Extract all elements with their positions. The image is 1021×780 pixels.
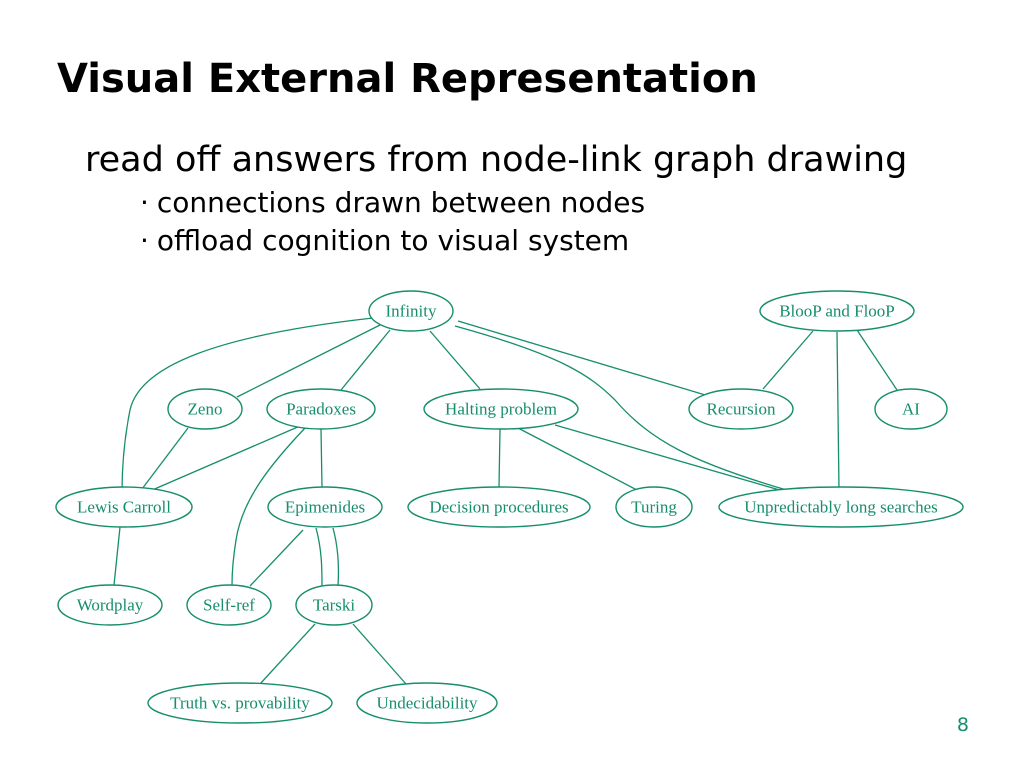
edge-lewis-wordplay (113, 526, 121, 586)
node-label: AI (902, 400, 920, 419)
edge-halting-decision (498, 428, 501, 488)
page-number: 8 (956, 714, 969, 736)
node-turing[interactable]: Turing (615, 486, 693, 528)
edge-paradoxes-lewis (149, 425, 301, 492)
node-unpredictably-long-searches[interactable]: Unpredictably long searches (718, 486, 964, 528)
slide-title: Visual External Representation (57, 56, 758, 102)
node-ai[interactable]: AI (874, 388, 948, 430)
node-bloop-and-floop[interactable]: BlooP and FlooP (759, 290, 915, 332)
node-epimenides[interactable]: Epimenides (267, 486, 383, 528)
node-label: Zeno (188, 400, 223, 419)
node-label: Self-ref (203, 596, 255, 615)
node-halting-problem[interactable]: Halting problem (423, 388, 579, 430)
edge-infinity-paradoxes (340, 329, 391, 391)
graph-nodes: Infinity BlooP and FlooP Zeno Paradoxes … (55, 290, 964, 724)
bullet-item: ·connections drawn between nodes (140, 184, 645, 222)
bullet-marker: · (140, 186, 149, 219)
node-zeno[interactable]: Zeno (167, 388, 243, 430)
edge-epimenides-tarski-b (332, 527, 340, 587)
edge-halting-unpredictable (554, 424, 791, 494)
node-decision-procedures[interactable]: Decision procedures (407, 486, 591, 528)
node-label: Epimenides (285, 498, 365, 517)
edge-infinity-lewis (121, 317, 374, 493)
bullet-marker: · (140, 224, 149, 257)
node-infinity[interactable]: Infinity (368, 290, 454, 332)
node-tarski[interactable]: Tarski (295, 584, 373, 626)
bullet-item: ·offload cognition to visual system (140, 222, 645, 260)
node-label: Infinity (386, 302, 437, 321)
node-label: Decision procedures (429, 498, 568, 517)
node-label: Truth vs. provability (170, 694, 310, 713)
edge-paradoxes-selfref (231, 427, 306, 586)
node-undecidability[interactable]: Undecidability (356, 682, 498, 724)
node-label: Tarski (313, 596, 356, 615)
edge-tarski-undecidability (352, 623, 407, 685)
edge-zeno-lewis (141, 427, 189, 490)
graph-edges (113, 317, 898, 685)
edge-bloop-unpredictable (836, 331, 840, 491)
node-label: Unpredictably long searches (744, 498, 938, 517)
node-truth-vs-provability[interactable]: Truth vs. provability (147, 682, 333, 724)
node-label: Lewis Carroll (77, 498, 171, 517)
node-label: Undecidability (376, 694, 478, 713)
bullet-list: ·connections drawn between nodes ·offloa… (140, 184, 645, 260)
bullet-text: offload cognition to visual system (156, 224, 630, 257)
node-self-ref[interactable]: Self-ref (186, 584, 272, 626)
edge-epimenides-tarski-a (315, 527, 323, 587)
edge-bloop-recursion (762, 330, 814, 390)
edge-infinity-unpredictable (454, 325, 791, 492)
node-label: Wordplay (77, 596, 144, 615)
edge-paradoxes-epimenides (320, 428, 323, 488)
node-label: Paradoxes (286, 400, 356, 419)
slide-subtitle: read off answers from node-link graph dr… (85, 140, 908, 180)
edge-infinity-recursion (457, 320, 713, 398)
node-label: Recursion (707, 400, 776, 419)
edge-infinity-zeno (236, 324, 381, 398)
edge-halting-turing (517, 427, 638, 491)
node-lewis-carroll[interactable]: Lewis Carroll (55, 486, 193, 528)
node-paradoxes[interactable]: Paradoxes (266, 388, 376, 430)
node-recursion[interactable]: Recursion (688, 388, 794, 430)
node-label: Turing (631, 498, 677, 517)
bullet-text: connections drawn between nodes (156, 186, 646, 219)
node-label: BlooP and FlooP (779, 302, 895, 321)
node-label: Halting problem (445, 400, 557, 419)
node-wordplay[interactable]: Wordplay (57, 584, 163, 626)
edge-bloop-ai (856, 329, 898, 391)
edge-tarski-truth (259, 623, 316, 685)
edge-infinity-halting (429, 330, 481, 390)
edge-epimenides-selfref (249, 529, 304, 587)
